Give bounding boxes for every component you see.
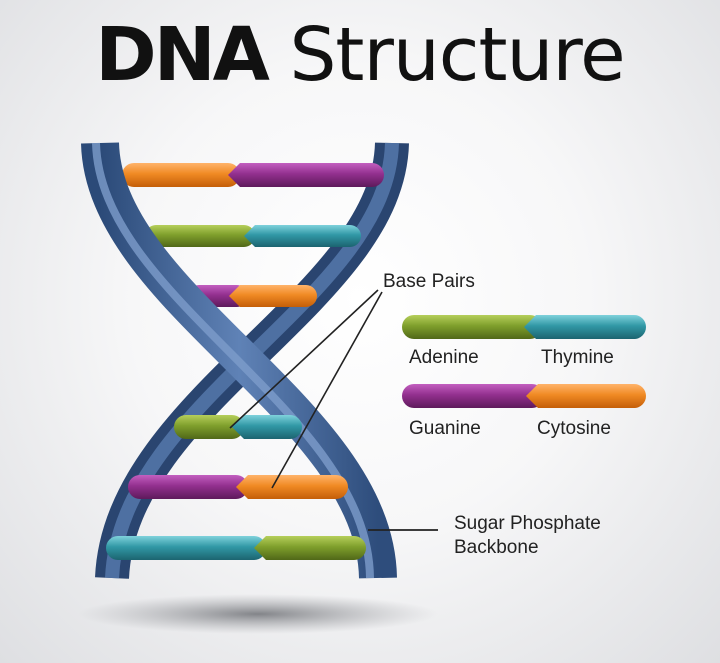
- base-pair-2: [145, 225, 361, 247]
- title-bold: DNA: [95, 12, 270, 98]
- backbone-label-line2: Backbone: [454, 537, 539, 558]
- base-pair-6: [106, 536, 366, 560]
- title-thin: Structure: [289, 12, 625, 98]
- base-pair-5: [128, 475, 348, 499]
- base-pairs-pointer-2: [271, 291, 383, 489]
- legend-bar-adenine-thymine: [402, 315, 646, 339]
- legend-bar-guanine-cytosine: [402, 384, 646, 408]
- legend-adenine-label: Adenine: [409, 347, 479, 368]
- legend-thymine-label: Thymine: [541, 347, 614, 368]
- base-pairs-pointer-1: [229, 289, 379, 429]
- floor-shadow: [78, 594, 438, 634]
- backbone-label: Sugar Phosphate Backbone: [454, 512, 601, 560]
- backbone-strand-front-highlight: [92, 142, 374, 579]
- backbone-label-line1: Sugar Phosphate: [454, 513, 601, 534]
- legend-cytosine-label: Cytosine: [537, 418, 611, 439]
- base-pair-1: [122, 163, 384, 187]
- base-pair-4: [174, 415, 302, 439]
- base-pairs-label: Base Pairs: [383, 271, 475, 292]
- legend-guanine-label: Guanine: [409, 418, 481, 439]
- page-title: DNA Structure: [0, 18, 720, 92]
